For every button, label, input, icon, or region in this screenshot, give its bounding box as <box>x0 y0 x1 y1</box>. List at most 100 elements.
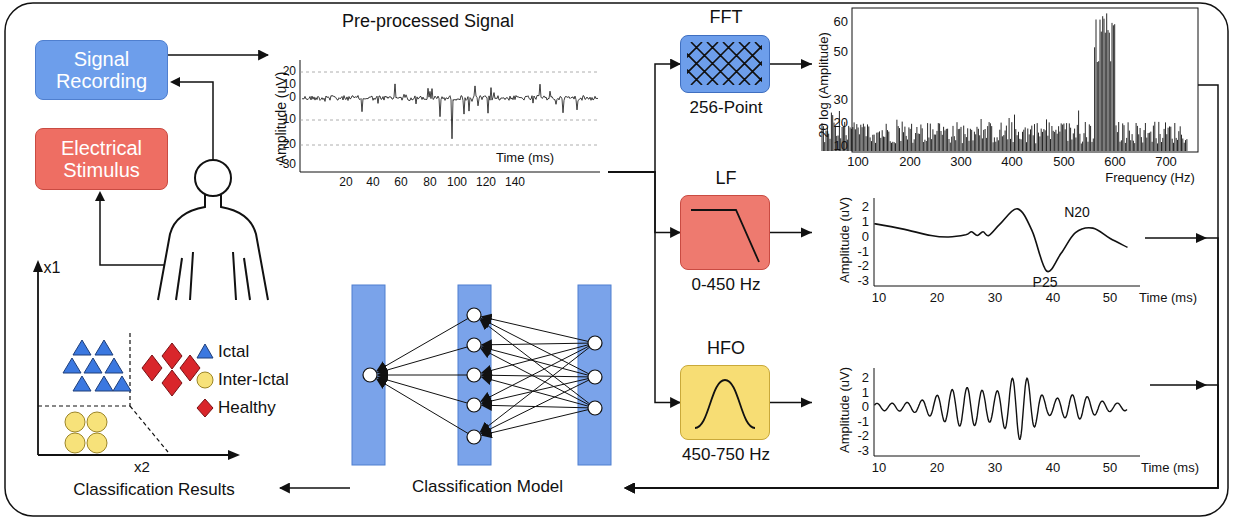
node-subtitle: 450-750 Hz <box>656 445 796 465</box>
axis-label: -30 <box>279 158 296 172</box>
axis-label: 30 <box>834 93 848 108</box>
axis-label: Time (ms) <box>1141 461 1199 476</box>
net-link <box>377 379 474 437</box>
axis-label: -2 <box>857 429 869 444</box>
signal-plot-axes <box>300 60 600 172</box>
axis-label: 50 <box>834 45 848 60</box>
axis-label: 40 <box>1046 291 1060 306</box>
hfo-plot-axes <box>874 368 1140 456</box>
bandpass-symbol <box>695 380 755 428</box>
node-subtitle: 256-Point <box>656 98 796 118</box>
classifier: Classification Model <box>350 283 625 501</box>
axis-label: 10 <box>872 461 886 476</box>
axis-label: -3 <box>857 274 869 289</box>
legend-text: Healthy <box>218 398 276 418</box>
net-neuron <box>467 430 481 444</box>
net-neuron <box>467 398 481 412</box>
net-link <box>480 320 595 408</box>
hfo-curve <box>874 378 1127 439</box>
connector <box>608 172 680 403</box>
axis-label: 140 <box>505 176 525 190</box>
net-neuron <box>467 308 481 322</box>
axis-label: 30 <box>988 461 1002 476</box>
net-link <box>482 343 595 345</box>
axis-label: -10 <box>279 113 296 127</box>
net-link <box>377 315 474 371</box>
results-plot <box>33 260 240 460</box>
signal-trace <box>302 84 598 139</box>
node-title: Electrical Stimulus <box>40 137 163 181</box>
node-title: Pre-processed Signal <box>278 11 578 32</box>
axis-label: P25 <box>1033 274 1058 290</box>
axis-label: 50 <box>1103 291 1117 306</box>
axis-label: 200 <box>899 155 921 170</box>
block-symbol <box>681 36 768 91</box>
human-figure <box>158 160 268 300</box>
axis-title: 20 log (Amplitude) <box>817 32 832 138</box>
net-link <box>482 377 595 408</box>
axis-label: 100 <box>447 176 467 190</box>
net-link <box>378 345 474 373</box>
fft-block: FFT256-Point <box>680 35 770 93</box>
node-title: LF <box>661 168 791 189</box>
filter-block: LF0-450 Hz <box>680 195 770 270</box>
axis-label: 20 <box>930 291 944 306</box>
connector <box>168 54 268 56</box>
net-link <box>481 349 595 408</box>
axis-label: 20 <box>283 65 296 79</box>
net-link <box>482 408 595 435</box>
axis-label: 20 <box>339 176 352 190</box>
axis-label: -1 <box>857 245 869 260</box>
axis-title: Amplitude (uV) <box>838 197 853 283</box>
axis-label: 40 <box>366 176 379 190</box>
net-link <box>482 317 595 343</box>
axis-label: 60 <box>394 176 407 190</box>
net-neuron <box>588 370 602 384</box>
connector <box>280 487 350 489</box>
outer-frame <box>5 3 1228 516</box>
axis-label: 120 <box>476 176 496 190</box>
net-link <box>378 377 474 405</box>
filter-block: HFO450-750 Hz <box>680 365 770 440</box>
signal-plot: Pre-processed Signal <box>268 8 608 190</box>
net-link <box>481 377 595 433</box>
connector <box>625 64 1218 488</box>
axis-label: x1 <box>44 259 61 277</box>
axis-label: -3 <box>857 444 869 459</box>
axis-label: 0 <box>289 91 296 105</box>
axis-label: 30 <box>988 291 1002 306</box>
axis-label: 700 <box>1155 155 1177 170</box>
arrow-head <box>170 77 180 87</box>
net-link <box>481 319 595 377</box>
node-title: FFT <box>661 7 791 28</box>
legend-text: Ictal <box>218 342 249 362</box>
net-link <box>378 375 474 376</box>
net-link <box>482 375 595 377</box>
node-title: Signal Recording <box>40 48 163 92</box>
node-subtitle: 0-450 Hz <box>656 275 796 295</box>
node-title: Classification Results <box>28 480 280 500</box>
axis-label: 0 <box>862 230 869 245</box>
axis-label: 2 <box>862 371 869 386</box>
connector <box>608 64 680 172</box>
lf-plot-axes <box>874 198 1140 286</box>
axis-label: 10 <box>834 139 848 154</box>
axis-label: 600 <box>1104 155 1126 170</box>
net-link <box>480 343 595 432</box>
axis-label: 0 <box>862 400 869 415</box>
axis-label: 2 <box>862 200 869 215</box>
neural-network <box>352 285 611 465</box>
axis-label: 100 <box>847 155 869 170</box>
axis-label: Time (ms) <box>496 151 554 166</box>
axis-label: 10 <box>872 291 886 306</box>
axis-label: Time (ms) <box>1139 291 1197 306</box>
axis-label: 20 <box>834 116 848 131</box>
axis-label: 50 <box>1103 461 1117 476</box>
axis-label: 1 <box>862 386 869 401</box>
legend-sample <box>197 344 213 358</box>
axis-label: N20 <box>1064 204 1090 220</box>
process-box: Electrical Stimulus <box>35 128 168 190</box>
axis-label: -2 <box>857 259 869 274</box>
lowpass-symbol <box>691 210 759 262</box>
